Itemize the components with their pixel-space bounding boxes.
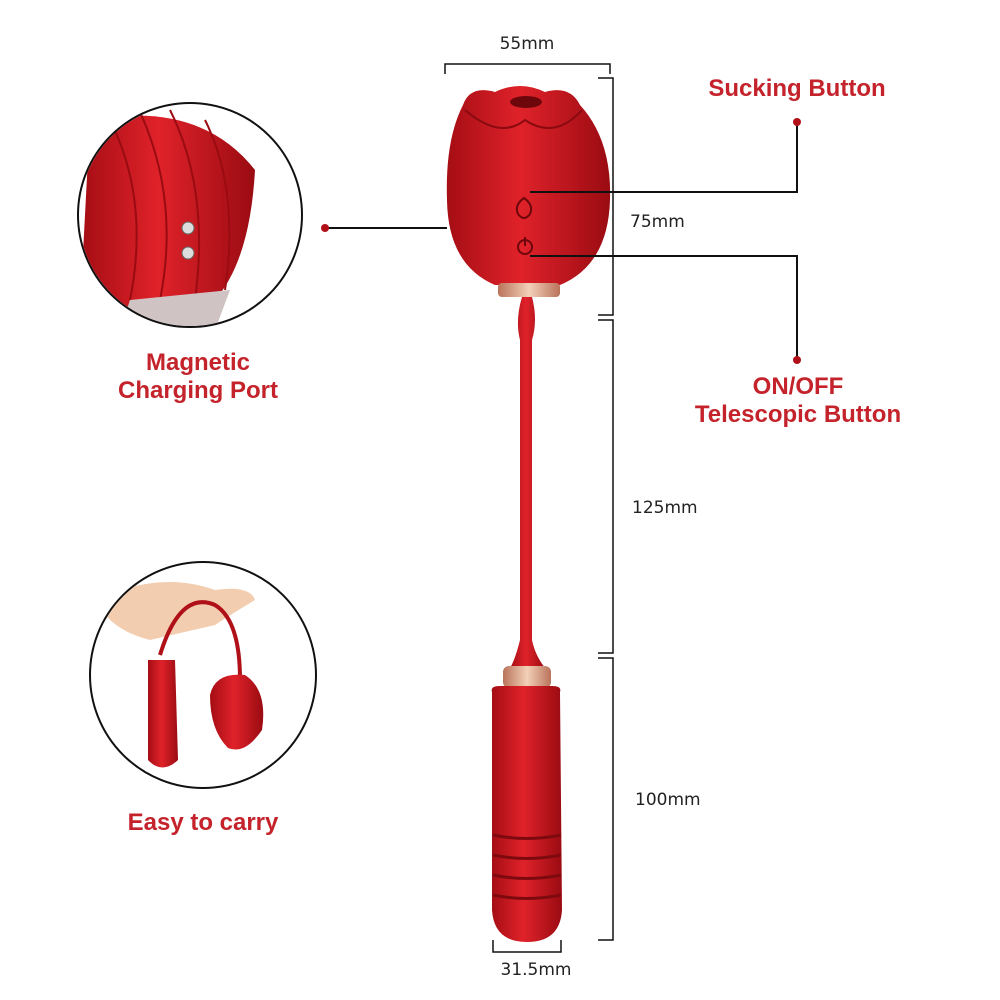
hand bbox=[95, 582, 255, 640]
sucking-button-icon[interactable] bbox=[515, 196, 533, 219]
head-width-label: 55mm bbox=[500, 34, 555, 54]
easy-to-carry-label: Easy to carry bbox=[128, 809, 279, 836]
bullet-body bbox=[491, 686, 562, 942]
callout-lines bbox=[325, 122, 798, 360]
rose-head bbox=[446, 86, 611, 297]
body-width-label: 31.5mm bbox=[501, 960, 572, 980]
callout-dot bbox=[321, 224, 329, 232]
easy-carry-inset bbox=[89, 561, 317, 789]
stem bbox=[510, 297, 545, 668]
dimension-lines bbox=[444, 63, 614, 953]
gold-ring bbox=[498, 283, 560, 297]
charging-port-label: Charging Port bbox=[118, 377, 278, 404]
head-height-label: 75mm bbox=[630, 212, 685, 232]
charging-contact bbox=[181, 221, 195, 235]
sucking-button-label: Sucking Button bbox=[708, 75, 885, 102]
magnetic-label: Magnetic bbox=[146, 349, 250, 376]
charging-port-inset bbox=[77, 102, 303, 328]
stem-length-label: 125mm bbox=[632, 498, 698, 518]
on-off-label: ON/OFF bbox=[753, 373, 844, 400]
charging-contact bbox=[181, 246, 195, 260]
callout-dot bbox=[793, 118, 801, 126]
body-length-label: 100mm bbox=[635, 790, 701, 810]
telescopic-button-label: Telescopic Button bbox=[695, 401, 901, 428]
stem-joint bbox=[503, 666, 551, 688]
power-button-icon[interactable] bbox=[517, 237, 533, 255]
callout-dot bbox=[793, 356, 801, 364]
